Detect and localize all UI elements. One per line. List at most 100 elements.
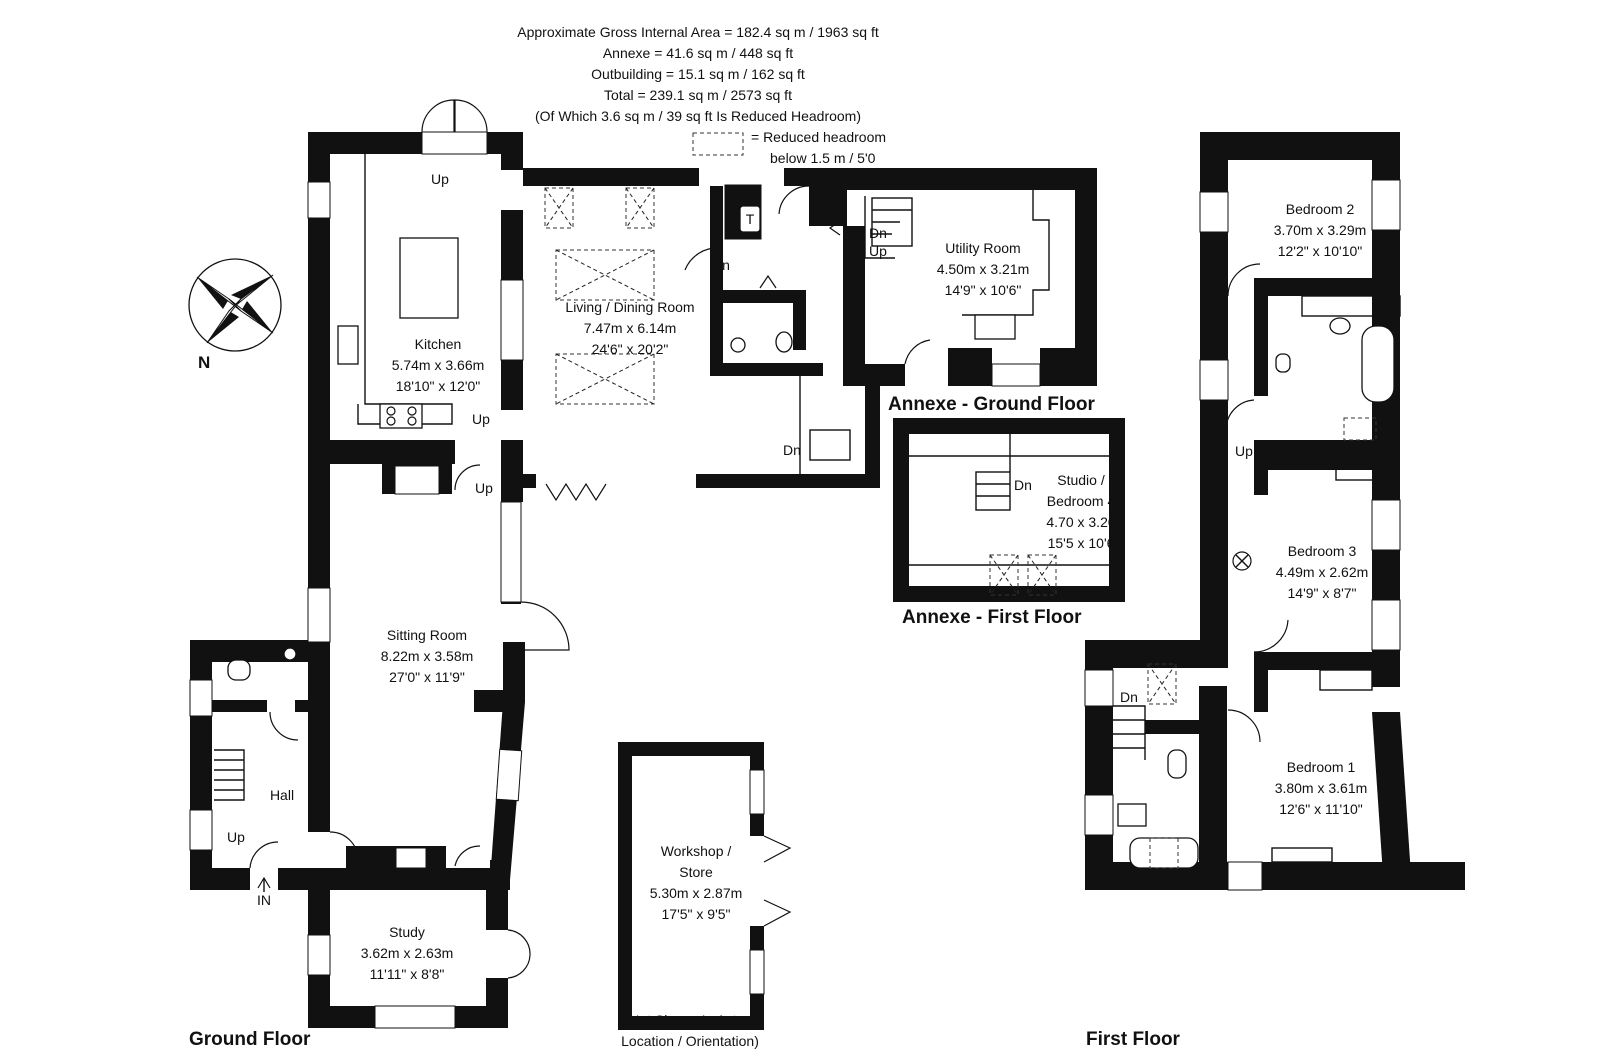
annexe-first-title: Annexe - First Floor xyxy=(902,607,1082,628)
workshop-name-line1: Workshop / xyxy=(661,843,732,859)
bedroom2-name: Bedroom 2 xyxy=(1286,201,1355,217)
first-floor-fittings xyxy=(1084,179,1401,891)
bedroom1-name: Bedroom 1 xyxy=(1287,759,1356,775)
ground-floor-walls xyxy=(190,132,880,1028)
bathroom-basin-icon xyxy=(1329,317,1351,335)
room-sitting: Sitting Room 8.22m x 3.58m 27'0" x 11'9" xyxy=(381,627,474,685)
bedroom3-imperial: 14'9" x 8'7" xyxy=(1288,585,1357,601)
study-metric: 3.62m x 2.63m xyxy=(361,945,454,961)
bedroom1-metric: 3.80m x 3.61m xyxy=(1275,780,1368,796)
stair-down-lower: Dn xyxy=(783,442,801,458)
stair-down-living: Dn xyxy=(712,257,730,273)
stair-up-kitchen: Up xyxy=(472,411,490,427)
living-imperial: 24'6" x 20'2" xyxy=(592,341,669,357)
kitchen-sink-icon xyxy=(337,325,359,365)
kitchen-island xyxy=(399,237,459,319)
ensuite-bath-icon xyxy=(1129,837,1199,869)
ensuite-basin-icon xyxy=(1117,803,1147,827)
living-fittings: T xyxy=(544,185,851,502)
legend-below-height: below 1.5 m / 5'0 xyxy=(770,150,876,166)
studio-name-line1: Studio / xyxy=(1057,472,1105,488)
area-outbuilding: Outbuilding = 15.1 sq m / 162 sq ft xyxy=(591,66,805,82)
stair-down-sitting: Dn xyxy=(462,867,480,883)
room-study: Study 3.62m x 2.63m 11'11" x 8'8" xyxy=(361,924,454,982)
bath-icon xyxy=(1361,325,1395,403)
room-bedroom2: Bedroom 2 3.70m x 3.29m 12'2" x 10'10" xyxy=(1274,201,1367,259)
sitting-metric: 8.22m x 3.58m xyxy=(381,648,474,664)
annexe-first-walls xyxy=(893,418,1125,602)
room-workshop: Workshop / Store 5.30m x 2.87m 17'5" x 9… xyxy=(650,843,743,922)
studio-imperial: 15'5 x 10'6 xyxy=(1048,535,1115,551)
kitchen-name: Kitchen xyxy=(415,336,462,352)
utility-metric: 4.50m x 3.21m xyxy=(937,261,1030,277)
room-kitchen: Kitchen 5.74m x 3.66m 18'10" x 12'0" xyxy=(392,336,485,394)
studio-name-line2: Bedroom 4 xyxy=(1047,493,1116,509)
compass-rose-icon xyxy=(188,258,282,352)
workshop-imperial: 17'5" x 9'5" xyxy=(662,906,731,922)
outbuilding-note-line2: Location / Orientation) xyxy=(621,1033,759,1049)
basin-icon xyxy=(775,331,793,353)
room-utility: Utility Room 4.50m x 3.21m 14'9" x 10'6" xyxy=(937,240,1030,298)
room-bedroom1: Bedroom 1 3.80m x 3.61m 12'6" x 11'10" xyxy=(1275,759,1368,817)
room-living: Living / Dining Room 7.47m x 6.14m 24'6"… xyxy=(565,299,694,357)
hall-wc-icon xyxy=(227,659,251,681)
workshop-metric: 5.30m x 2.87m xyxy=(650,885,743,901)
stair-up-sitting: Up xyxy=(475,480,493,496)
compass-north-label: N xyxy=(198,353,210,372)
outbuilding-walls xyxy=(618,742,792,1030)
hob-icon xyxy=(379,403,423,429)
stair-up-hall: Up xyxy=(227,829,245,845)
bedroom1-imperial: 12'6" x 11'10" xyxy=(1279,801,1363,817)
living-name: Living / Dining Room xyxy=(565,299,694,315)
reduced-headroom-swatch xyxy=(692,132,744,156)
stair-down-utility: Dn xyxy=(869,225,887,241)
bedroom3-name: Bedroom 3 xyxy=(1288,543,1357,559)
sitting-name: Sitting Room xyxy=(387,627,467,643)
kitchen-imperial: 18'10" x 12'0" xyxy=(396,378,481,394)
kitchen-metric: 5.74m x 3.66m xyxy=(392,357,485,373)
area-summary: Approximate Gross Internal Area = 182.4 … xyxy=(517,24,886,166)
ensuite-wc-icon xyxy=(1167,749,1187,779)
tank-label: T xyxy=(746,211,755,227)
stair-up-landing: Up xyxy=(1235,443,1253,459)
outbuilding-note-line1: (Not Shown In Actual xyxy=(625,1012,756,1028)
living-metric: 7.47m x 6.14m xyxy=(584,320,677,336)
area-annexe: Annexe = 41.6 sq m / 448 sq ft xyxy=(603,45,793,61)
utility-imperial: 14'9" x 10'6" xyxy=(945,282,1022,298)
utility-name: Utility Room xyxy=(945,240,1020,256)
utility-sink-icon xyxy=(974,314,1016,340)
sitting-fittings xyxy=(189,464,570,1029)
studio-metric: 4.70 x 3.20 xyxy=(1046,514,1115,530)
stair-up-utility: Up xyxy=(869,243,887,259)
stair-down-first: Dn xyxy=(1120,689,1138,705)
area-total: Total = 239.1 sq m / 2573 sq ft xyxy=(604,87,792,103)
legend-reduced-headroom: = Reduced headroom xyxy=(751,129,886,145)
area-reduced: (Of Which 3.6 sq m / 39 sq ft Is Reduced… xyxy=(535,108,861,124)
room-bedroom3: Bedroom 3 4.49m x 2.62m 14'9" x 8'7" xyxy=(1276,543,1369,601)
stair-labels: Up Up Up Up Up Up Dn Dn Dn Dn Dn Dn IN xyxy=(227,171,1253,908)
ground-floor-title: Ground Floor xyxy=(189,1029,311,1050)
workshop-name-line2: Store xyxy=(679,864,713,880)
bedroom3-metric: 4.49m x 2.62m xyxy=(1276,564,1369,580)
bathroom-wc-icon xyxy=(1275,353,1291,373)
room-studio: Studio / Bedroom 4 4.70 x 3.20 15'5 x 10… xyxy=(1046,472,1115,551)
hall-basin-icon xyxy=(283,647,297,661)
stair-down-studio: Dn xyxy=(1014,477,1032,493)
annexe-ground-fittings xyxy=(828,190,1050,387)
wc-icon xyxy=(730,337,746,353)
sitting-imperial: 27'0" x 11'9" xyxy=(389,669,465,685)
annexe-ground-walls xyxy=(825,168,1097,386)
bedroom2-imperial: 12'2" x 10'10" xyxy=(1278,243,1363,259)
first-floor-title: First Floor xyxy=(1086,1029,1181,1050)
kitchen-fittings xyxy=(307,99,524,429)
first-floor-walls xyxy=(1085,132,1465,890)
hall-name: Hall xyxy=(270,787,294,803)
annexe-first-fittings xyxy=(909,434,1109,596)
study-name: Study xyxy=(389,924,425,940)
bifold-door-icon xyxy=(545,482,607,502)
area-gross: Approximate Gross Internal Area = 182.4 … xyxy=(517,24,879,40)
entrance-label: IN xyxy=(257,892,271,908)
study-imperial: 11'11" x 8'8" xyxy=(370,966,445,982)
bedroom2-metric: 3.70m x 3.29m xyxy=(1274,222,1367,238)
